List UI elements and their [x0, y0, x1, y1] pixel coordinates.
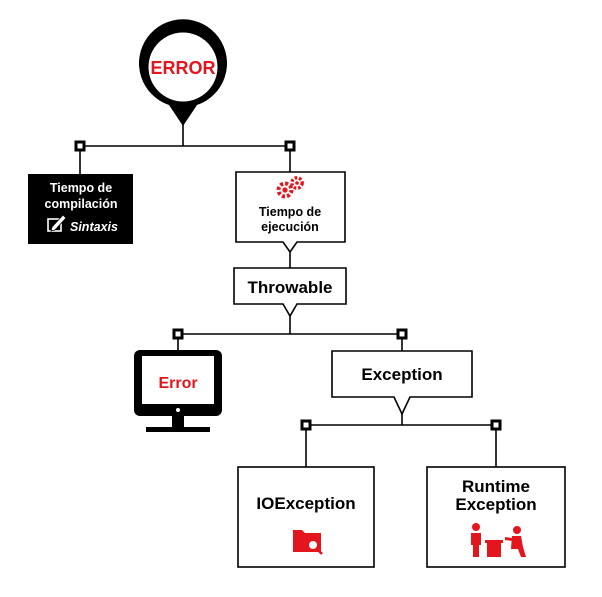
ioexception-box: IOException	[237, 466, 375, 568]
ioexception-label: IOException	[256, 494, 355, 513]
connectors	[79, 124, 497, 467]
throwable-label: Throwable	[247, 278, 332, 297]
root-error-pin: ERROR	[139, 19, 228, 126]
junction-node	[396, 328, 408, 340]
junction-node	[74, 140, 86, 152]
runtime-exception-line1: Runtime	[462, 477, 530, 496]
folder-search-icon	[293, 530, 323, 555]
runtime-box: Tiempo de ejecución	[235, 171, 346, 254]
runtime-exception-box: Runtime Exception	[426, 466, 566, 568]
office-workers-icon	[471, 523, 526, 557]
compile-sub-label: Sintaxis	[70, 220, 118, 234]
compile-line1: Tiempo de	[50, 181, 112, 195]
throwable-box: Throwable	[233, 267, 347, 318]
exception-label: Exception	[361, 365, 442, 384]
junction-node	[490, 419, 502, 431]
runtime-callout-shape	[235, 171, 346, 254]
junction-nodes	[74, 140, 502, 431]
error-monitor: Error	[134, 350, 222, 432]
root-label: ERROR	[150, 58, 215, 78]
runtime-line2: ejecución	[261, 220, 319, 234]
exception-callout-shape	[331, 350, 473, 416]
junction-node	[172, 328, 184, 340]
pin-inner-circle	[148, 32, 218, 102]
gears-icon	[276, 176, 304, 199]
junction-node	[284, 140, 296, 152]
runtime-exception-line2: Exception	[455, 495, 536, 514]
compile-line2: compilación	[45, 197, 118, 211]
compile-time-box: Tiempo de compilación Sintaxis	[28, 174, 133, 244]
compile-box-bg	[28, 174, 133, 244]
junction-node	[300, 419, 312, 431]
throwable-callout-shape	[233, 267, 347, 318]
monitor-icon	[134, 350, 222, 432]
exception-box: Exception	[331, 350, 473, 416]
error-node-label: Error	[158, 375, 197, 392]
edit-icon	[47, 214, 67, 232]
runtime-line1: Tiempo de	[259, 205, 321, 219]
